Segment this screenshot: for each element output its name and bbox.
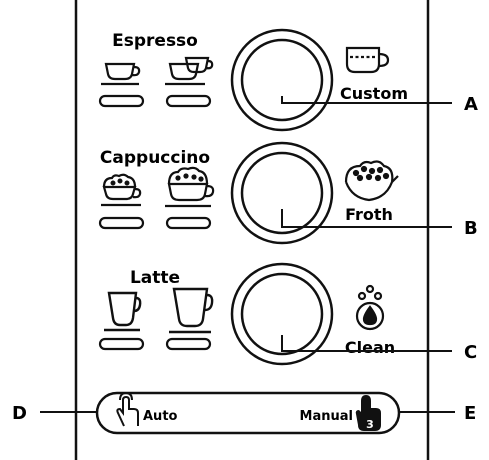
panel-frame bbox=[74, 0, 430, 460]
latte-knob[interactable] bbox=[230, 262, 334, 366]
manual-button[interactable]: Manual 3 bbox=[300, 395, 381, 431]
clean-label: Clean bbox=[345, 338, 395, 357]
section-title-espresso: Espresso bbox=[112, 31, 198, 51]
double-espresso-cup-icon bbox=[165, 56, 214, 86]
callout-c: C bbox=[464, 342, 477, 363]
section-title-cappuccino: Cappuccino bbox=[100, 148, 210, 168]
single-cappuccino-button[interactable] bbox=[98, 216, 145, 230]
callout-line-b bbox=[281, 209, 452, 228]
tap-finger-icon bbox=[116, 391, 139, 427]
single-cappuccino-cup-icon bbox=[101, 173, 142, 207]
callout-line-a bbox=[281, 96, 452, 104]
callout-e: E bbox=[464, 403, 476, 424]
double-cappuccino-button[interactable] bbox=[165, 216, 212, 230]
section-title-latte: Latte bbox=[130, 268, 180, 288]
double-latte-glass-icon bbox=[169, 287, 214, 334]
single-latte-button[interactable] bbox=[98, 337, 145, 351]
callout-d: D bbox=[12, 403, 27, 424]
single-espresso-cup-icon bbox=[101, 62, 141, 86]
manual-label: Manual bbox=[300, 409, 353, 424]
auto-label: Auto bbox=[143, 409, 178, 424]
custom-label: Custom bbox=[340, 84, 408, 103]
callout-a: A bbox=[464, 94, 478, 115]
espresso-knob[interactable] bbox=[230, 28, 334, 132]
callout-b: B bbox=[464, 218, 478, 239]
custom-cup-icon bbox=[345, 46, 390, 74]
callout-line-c bbox=[281, 335, 452, 352]
double-latte-button[interactable] bbox=[165, 337, 212, 351]
cappuccino-knob[interactable] bbox=[230, 141, 334, 245]
froth-icon bbox=[344, 160, 399, 202]
single-espresso-button[interactable] bbox=[98, 94, 145, 108]
auto-button[interactable]: Auto bbox=[116, 391, 178, 427]
double-espresso-button[interactable] bbox=[165, 94, 212, 108]
froth-label: Froth bbox=[345, 205, 393, 224]
manual-badge: 3 bbox=[366, 418, 374, 431]
double-cappuccino-cup-icon bbox=[165, 166, 215, 208]
manual-finger-icon bbox=[355, 395, 381, 431]
clean-drop-icon bbox=[355, 284, 385, 331]
single-latte-glass-icon bbox=[104, 291, 142, 332]
